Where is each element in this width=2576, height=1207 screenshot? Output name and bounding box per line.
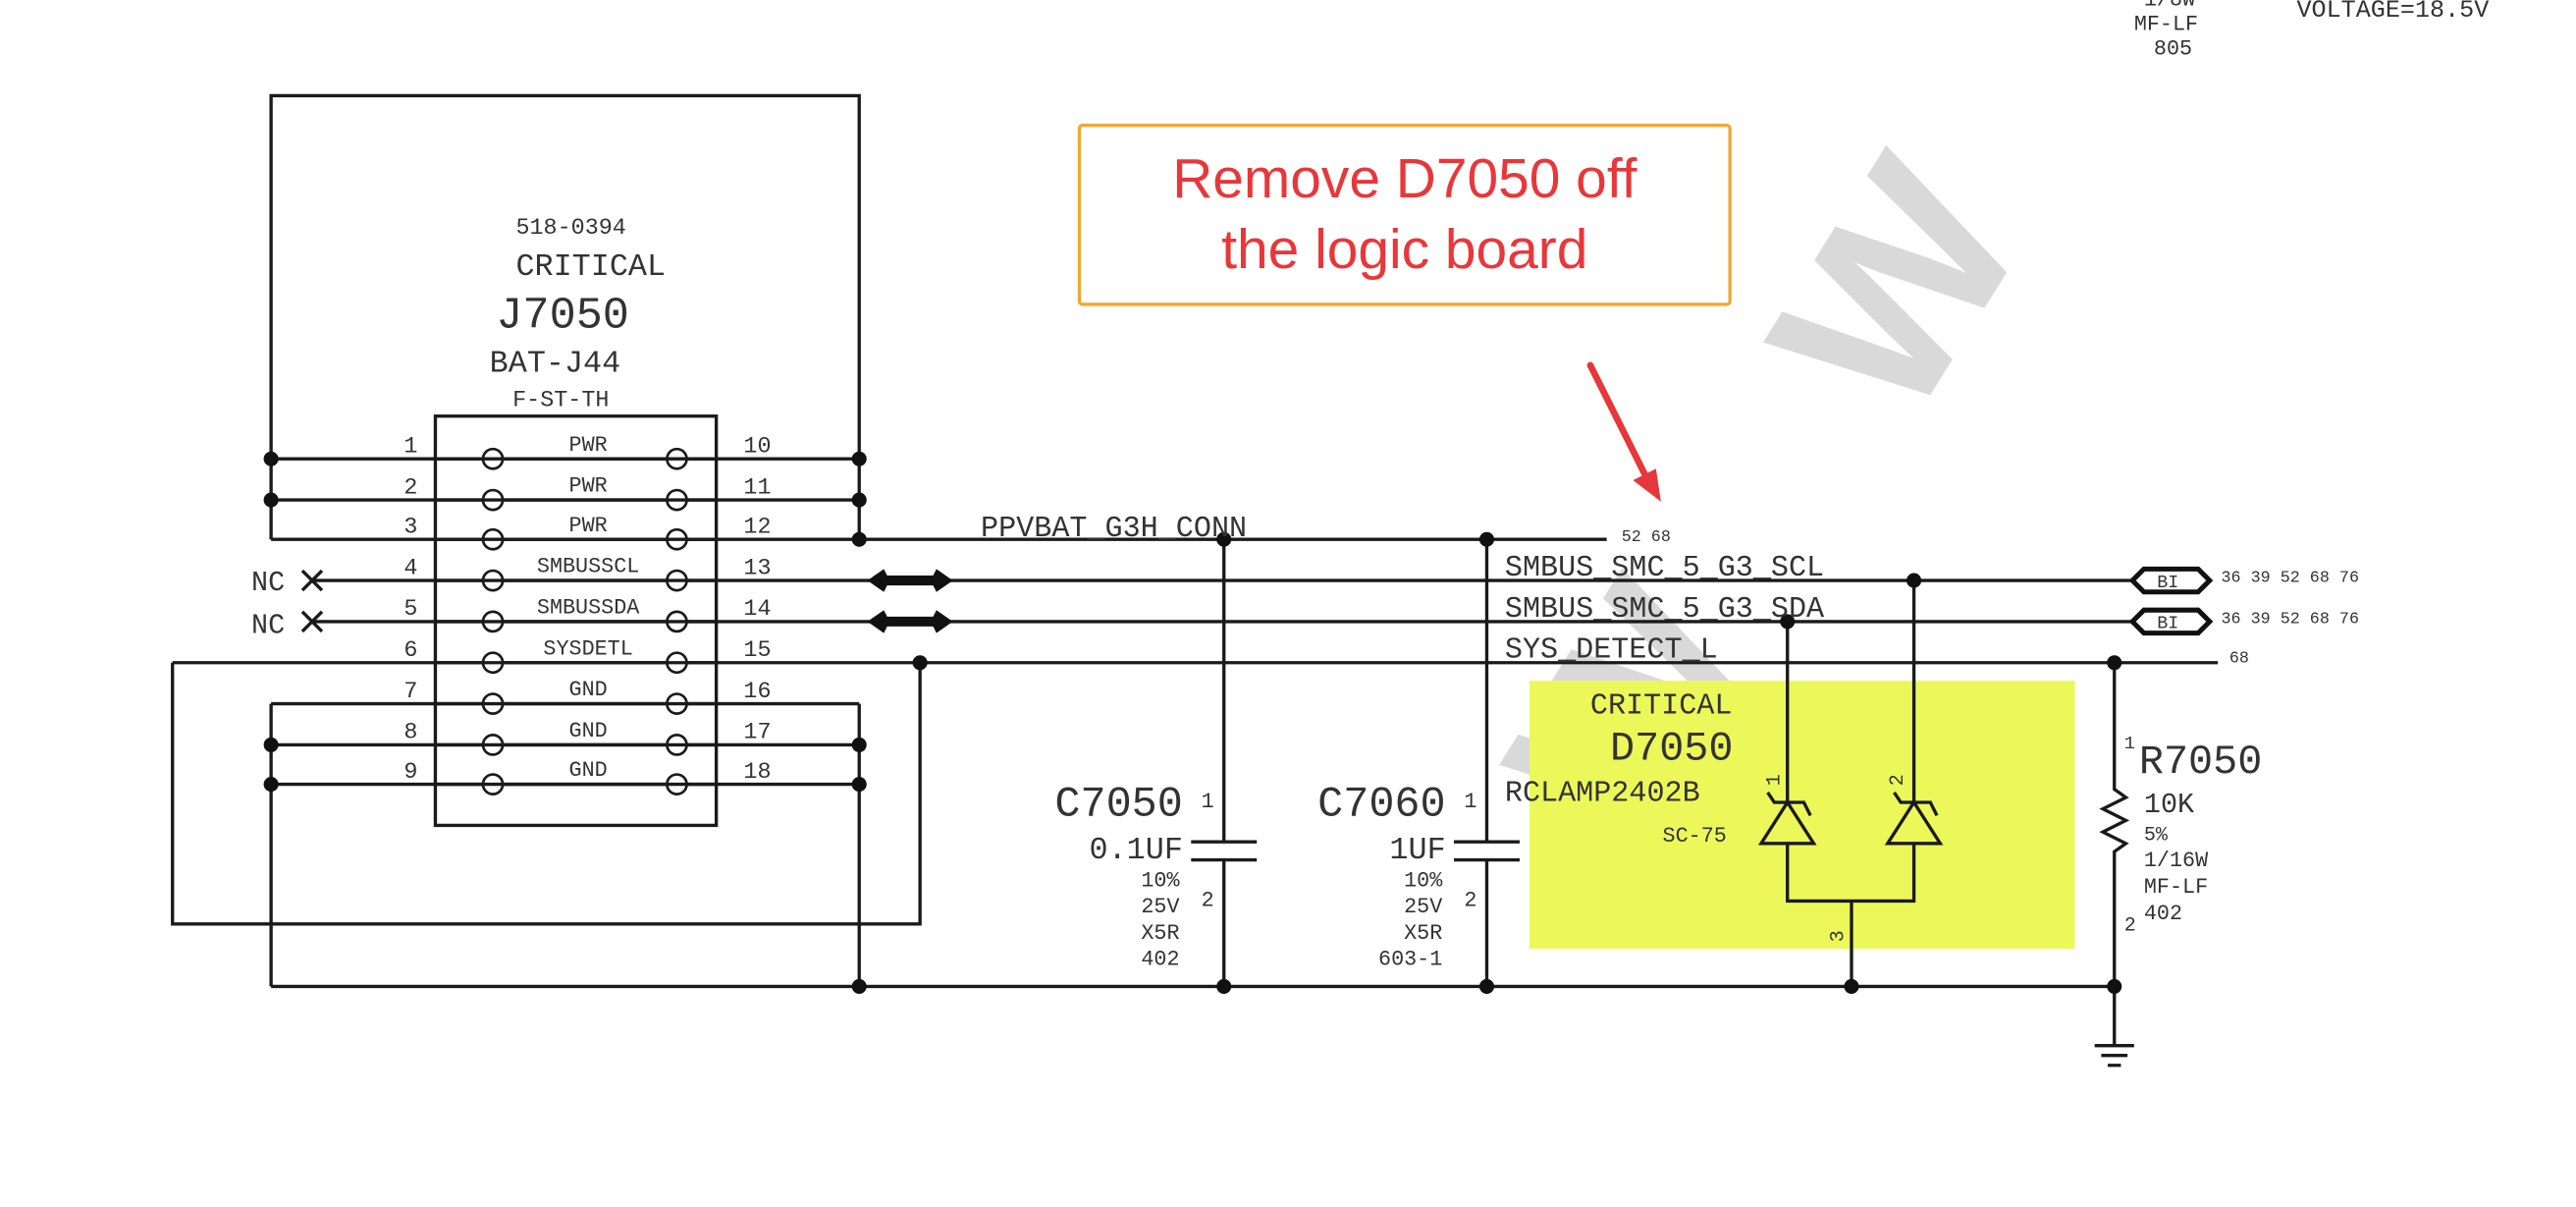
pin-number-right: 17 [743,721,771,746]
pin-number-right: 12 [743,516,771,541]
svg-text:BI: BI [2157,614,2178,634]
svg-text:1UF: 1UF [1389,833,1445,868]
svg-text:D7050: D7050 [1610,725,1734,772]
svg-text:2: 2 [2124,915,2136,938]
nc-label-5: NC [251,610,285,642]
pin-number-left: 4 [403,556,417,581]
pin-name: SYSDETL [543,636,632,661]
svg-text:5%: 5% [2144,824,2169,847]
svg-text:1: 1 [1464,790,1476,814]
callout-line-2: the logic board [1221,218,1587,281]
svg-text:C7050: C7050 [1054,781,1183,829]
svg-text:1/16W: 1/16W [2144,849,2209,873]
connector-critical: CRITICAL [515,249,666,285]
pin-number-right: 14 [743,597,771,623]
pin-name: PWR [569,514,608,538]
pin-number-right: 13 [743,556,771,581]
callout-line-1: Remove D7050 off [1172,147,1637,210]
svg-text:0.1UF: 0.1UF [1090,833,1183,868]
pin-number-right: 16 [743,680,771,705]
top-part-size: 805 [2154,37,2192,62]
svg-text:CRITICAL: CRITICAL [1590,690,1733,724]
bi-port-sda: BI [2128,607,2214,636]
svg-text:603-1: 603-1 [1378,948,1442,972]
bidirectional-arrow-icon [867,569,953,633]
svg-text:10K: 10K [2144,789,2195,821]
svg-text:RCLAMP2402B: RCLAMP2402B [1505,777,1700,810]
connector-type: BAT-J44 [490,347,621,382]
pin-number-left: 9 [403,760,417,786]
svg-text:X5R: X5R [1404,921,1442,946]
callout-note: Remove D7050 off the logic board [1077,123,1732,306]
svg-text:10%: 10% [1404,868,1443,893]
wires [171,457,2219,1068]
svg-text:1: 1 [1763,774,1786,786]
pin-name: GND [569,719,608,743]
pin-number-left: 1 [403,435,417,461]
callout-arrow-icon [1586,361,1661,502]
pin-number-right: 18 [743,760,771,786]
pin-number-left: 8 [403,721,417,746]
pin-name: GND [569,758,608,783]
svg-text:1: 1 [2124,734,2135,754]
net-scl-refs: 36 39 52 68 76 [2222,570,2359,588]
net-sda-refs: 36 39 52 68 76 [2222,611,2359,630]
d7050-highlight [1530,681,2075,949]
pin-name: GND [569,678,608,702]
top-part-rating: 1/8W [2144,0,2196,12]
nc-label-4: NC [251,567,285,599]
pin-number-left: 5 [403,597,417,623]
bi-port-scl: BI [2128,566,2214,595]
connector-refdes: J7050 [496,290,629,341]
net-ppvbat-refs: 52 68 [1622,528,1671,547]
nc-marks [300,569,324,633]
pin-number-right: 10 [743,435,771,461]
pin-number-left: 2 [403,475,417,501]
svg-text:BI: BI [2157,573,2178,593]
svg-text:1: 1 [1202,790,1214,814]
resistor-r7050: 1 R7050 10K 5% 1/16W MF-LF 402 2 [2124,734,2263,938]
svg-text:10%: 10% [1141,868,1180,893]
svg-text:2: 2 [1202,888,1214,912]
svg-text:402: 402 [1141,948,1179,972]
top-voltage: VOLTAGE=18.5V [2297,0,2490,25]
pin-number-right: 15 [743,638,771,664]
junction-dots [263,451,2122,994]
diode-d7050: CRITICAL D7050 RCLAMP2402B SC-75 1 2 3 [1505,690,1909,943]
net-sysdet-refs: 68 [2229,650,2249,669]
net-sysdet: SYS_DETECT_L [1505,634,1718,668]
svg-text:2: 2 [1887,774,1909,786]
pin-number-left: 7 [403,680,417,705]
connector-mount: F-ST-TH [512,389,609,414]
svg-text:402: 402 [2144,902,2182,926]
pin-number-left: 6 [403,638,417,664]
svg-text:R7050: R7050 [2139,739,2263,786]
svg-text:25V: 25V [1404,895,1442,919]
capacitor-c7060: C7060 1UF 10% 25V X5R 603-1 1 2 [1317,781,1476,971]
svg-text:2: 2 [1464,888,1476,912]
connector-part-number: 518-0394 [515,216,625,242]
pin-name: SMBUSSCL [537,555,639,579]
svg-text:25V: 25V [1141,895,1179,919]
pin-number-left: 3 [403,516,417,541]
pin-name: PWR [569,433,608,458]
net-ppvbat: PPVBAT_G3H_CONN [981,513,1247,546]
pin-name: PWR [569,474,608,499]
pin-number-right: 11 [743,475,771,501]
pin-name: SMBUSSDA [537,596,640,621]
net-sda: SMBUS_SMC_5_G3_SDA [1505,593,1825,627]
svg-text:X5R: X5R [1141,921,1179,946]
top-part-type: MF-LF [2134,12,2198,36]
capacitor-c7050: C7050 0.1UF 10% 25V X5R 402 1 2 [1054,781,1213,971]
net-scl: SMBUS_SMC_5_G3_SCL [1505,552,1824,585]
svg-text:MF-LF: MF-LF [2144,875,2208,900]
svg-text:3: 3 [1828,930,1851,942]
svg-text:SC-75: SC-75 [1663,824,1727,849]
svg-text:C7060: C7060 [1317,781,1446,829]
